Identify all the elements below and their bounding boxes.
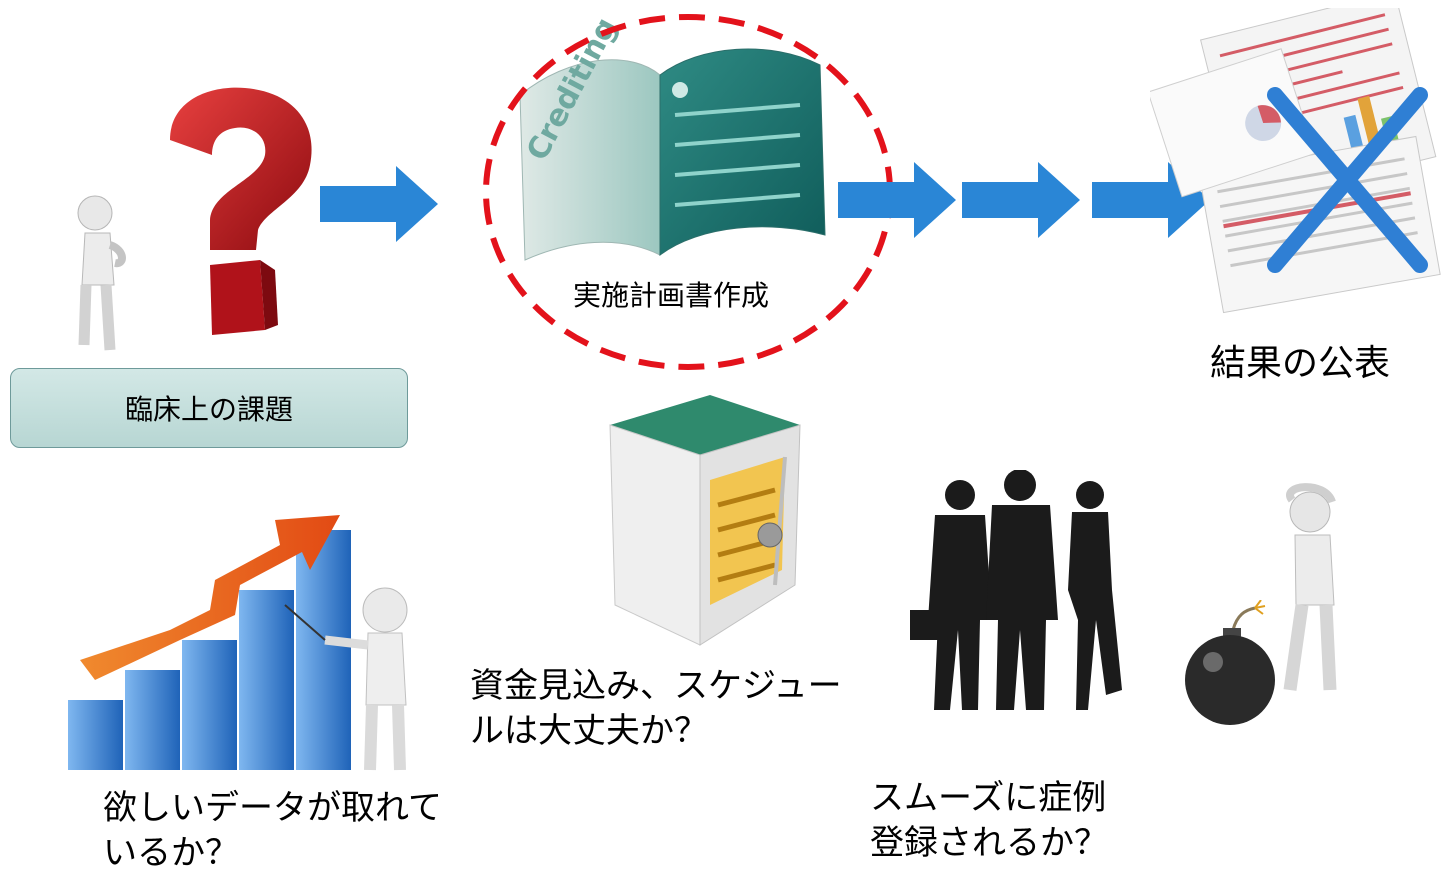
concern-data-line1: 欲しいデータが取れて [103,788,442,828]
worried-figure-icon [1270,480,1380,700]
concern-enrollment-line2: 登録されるか？ [870,823,1108,863]
concern-enrollment: スムーズに症例 登録されるか？ [870,776,1108,866]
concern-enrollment-line1: スムーズに症例 [870,778,1107,818]
safe-with-gold-icon [590,385,820,655]
thinking-figure-icon [70,185,140,365]
concern-funding-line2: ルは大丈夫か？ [470,711,708,751]
rising-chart-icon [40,490,440,780]
businesspeople-silhouette-icon [900,470,1150,720]
open-book-icon [500,35,840,285]
flow-arrow-icon [838,162,958,238]
plan-label: 実施計画書作成 [573,279,770,312]
question-mark-icon [60,80,320,350]
publication-label: 結果の公表 [1210,343,1391,384]
concern-funding: 資金見込み、スケジュー ルは大丈夫か？ [470,664,842,754]
flow-arrow-icon [320,166,440,242]
clinical-issue-label: 臨床上の課題 [124,393,293,426]
concern-funding-line1: 資金見込み、スケジュー [470,666,842,706]
highlight-circle [480,10,900,380]
cancel-cross-icon [1250,85,1440,275]
clinical-issue-box: 臨床上の課題 [10,368,408,448]
bomb-icon [1175,600,1285,730]
flow-arrow-icon [962,162,1082,238]
concern-data: 欲しいデータが取れて いるか？ [103,786,442,876]
concern-data-line2: いるか？ [103,833,239,873]
